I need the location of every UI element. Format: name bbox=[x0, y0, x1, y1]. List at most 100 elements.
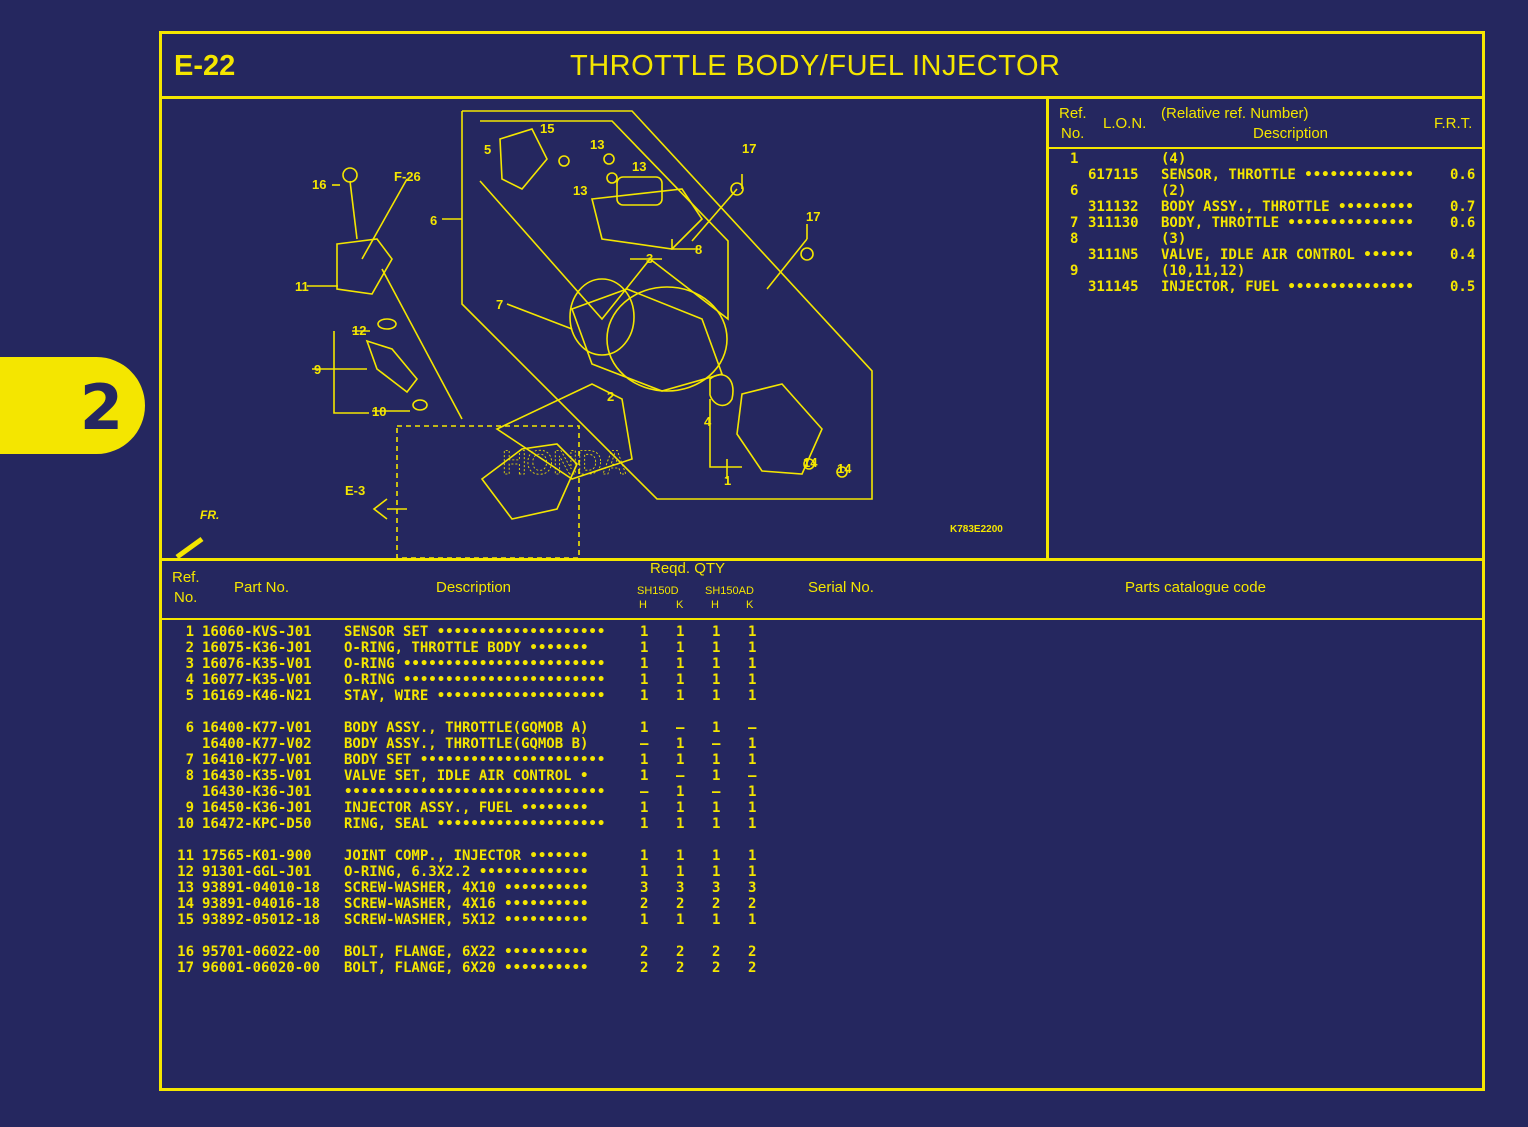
section-tab-number: 2 bbox=[79, 371, 123, 444]
cell-qty: – bbox=[712, 736, 721, 752]
cell-qty: 1 bbox=[676, 688, 685, 704]
callout-17b: 17 bbox=[806, 209, 820, 224]
cell-description: SENSOR SET •••••••••••••••••••••• bbox=[344, 624, 606, 640]
callout-14a: 14 bbox=[803, 455, 818, 470]
cell-qty: 1 bbox=[640, 864, 649, 880]
cell-qty: 1 bbox=[640, 848, 649, 864]
cell-qty: 2 bbox=[748, 896, 757, 912]
parts-header-serial: Serial No. bbox=[808, 579, 874, 596]
cell-qty: 1 bbox=[712, 800, 721, 816]
cell-ref-no: 14 bbox=[177, 896, 194, 912]
cell-qty: 1 bbox=[712, 720, 721, 736]
diagram-callouts: 1 2 3 4 5 6 7 8 9 10 11 12 13 13 13 14 1… bbox=[295, 121, 852, 498]
cell-qty: 1 bbox=[712, 672, 721, 688]
cell-part-no: 93891-04016-18 bbox=[202, 896, 321, 912]
lon-cell-ref: 6 bbox=[1070, 183, 1079, 199]
cell-qty: 1 bbox=[748, 848, 757, 864]
cell-ref-no: 7 bbox=[185, 752, 194, 768]
lon-cell-lon: 311132 bbox=[1088, 199, 1139, 215]
cell-description: INJECTOR ASSY., FUEL •••••••• bbox=[344, 800, 589, 816]
cell-part-no: 16400-K77-V02 bbox=[202, 736, 312, 752]
callout-1: 1 bbox=[724, 473, 731, 488]
cell-ref-no: 12 bbox=[177, 864, 194, 880]
lon-header-lon: L.O.N. bbox=[1103, 115, 1147, 132]
cell-qty: 1 bbox=[748, 672, 757, 688]
lon-cell-desc: BODY ASSY., THROTTLE ••••••••• bbox=[1161, 199, 1414, 215]
cell-description: BODY SET •••••••••••••••••••••••• bbox=[344, 752, 606, 768]
cell-qty: – bbox=[676, 720, 685, 736]
lon-cell-desc: SENSOR, THROTTLE ••••••••••••• bbox=[1161, 167, 1414, 183]
cell-qty: 1 bbox=[712, 768, 721, 784]
parts-header-k2: K bbox=[746, 599, 754, 611]
lon-cell-frt: 0.6 bbox=[1450, 215, 1476, 231]
callout-9: 9 bbox=[314, 362, 321, 377]
callout-5: 5 bbox=[484, 142, 491, 157]
parts-header-catalogue: Parts catalogue code bbox=[1125, 579, 1266, 596]
cell-description: JOINT COMP., INJECTOR ••••••• bbox=[344, 848, 589, 864]
parts-header-part-no: Part No. bbox=[234, 579, 290, 596]
cell-part-no: 16430-K36-J01 bbox=[202, 784, 312, 800]
cell-description: O-RING •••••••••••••••••••••••••• bbox=[344, 672, 606, 688]
lon-header-description: Description bbox=[1253, 125, 1329, 142]
callout-17a: 17 bbox=[742, 141, 756, 156]
cell-part-no: 96001-06020-00 bbox=[202, 960, 321, 976]
cell-ref-no: 13 bbox=[177, 880, 194, 896]
lon-header-frt: F.R.T. bbox=[1434, 115, 1473, 132]
cell-qty: 1 bbox=[676, 912, 685, 928]
cell-qty: 1 bbox=[748, 816, 757, 832]
lon-header-divider bbox=[1048, 147, 1482, 149]
cell-description: SCREW-WASHER, 5X12 •••••••••• bbox=[344, 912, 589, 928]
parts-header-h2: H bbox=[711, 599, 719, 611]
header-divider bbox=[162, 96, 1482, 99]
cell-qty: 2 bbox=[676, 896, 685, 912]
lon-cell-ref: 8 bbox=[1070, 231, 1079, 247]
cell-description: O-RING, THROTTLE BODY ••••••• bbox=[344, 640, 589, 656]
cell-part-no: 16077-K35-V01 bbox=[202, 672, 312, 688]
cell-ref-no: 3 bbox=[185, 656, 194, 672]
cell-qty: 1 bbox=[640, 688, 649, 704]
cell-qty: 1 bbox=[712, 656, 721, 672]
callout-7: 7 bbox=[496, 297, 503, 312]
cell-qty: 1 bbox=[748, 736, 757, 752]
cell-qty: 2 bbox=[748, 944, 757, 960]
drawing-code: K783E2200 bbox=[950, 524, 1003, 535]
parts-header-model-sh150d: SH150D bbox=[637, 585, 679, 597]
callout-13b: 13 bbox=[632, 159, 646, 174]
lon-header-ref: Ref. bbox=[1059, 105, 1087, 122]
cell-qty: 2 bbox=[676, 960, 685, 976]
cell-description: BOLT, FLANGE, 6X22 •••••••••• bbox=[344, 944, 589, 960]
callout-f26: F-26 bbox=[394, 169, 421, 184]
cell-qty: 1 bbox=[640, 912, 649, 928]
cell-qty: 1 bbox=[676, 656, 685, 672]
page-title: THROTTLE BODY/FUEL INJECTOR bbox=[570, 50, 1061, 82]
cell-qty: 1 bbox=[748, 784, 757, 800]
cell-description: BOLT, FLANGE, 6X20 •••••••••• bbox=[344, 960, 589, 976]
cell-description: RING, SEAL •••••••••••••••••••• bbox=[344, 816, 606, 832]
lon-cell-frt: 0.6 bbox=[1450, 167, 1476, 183]
lon-cell-desc: BODY, THROTTLE ••••••••••••••• bbox=[1161, 215, 1414, 231]
lon-cell-ref: 7 bbox=[1070, 215, 1079, 231]
cell-qty: – bbox=[640, 736, 649, 752]
cell-ref-no: 5 bbox=[185, 688, 194, 704]
lon-row: 6 (2) bbox=[1048, 183, 1482, 199]
cell-description: O-RING, 6.3X2.2 ••••••••••••• bbox=[344, 864, 589, 880]
cell-qty: 1 bbox=[676, 800, 685, 816]
cell-qty: 2 bbox=[712, 960, 721, 976]
lon-cell-frt: 0.4 bbox=[1450, 247, 1476, 263]
lon-cell-desc: (4) bbox=[1161, 151, 1187, 167]
lon-row: 9(10,11,12) bbox=[1048, 263, 1482, 279]
lon-row: 8(3) bbox=[1048, 231, 1482, 247]
cell-qty: 1 bbox=[748, 800, 757, 816]
lon-cell-desc: (2) bbox=[1161, 183, 1187, 199]
